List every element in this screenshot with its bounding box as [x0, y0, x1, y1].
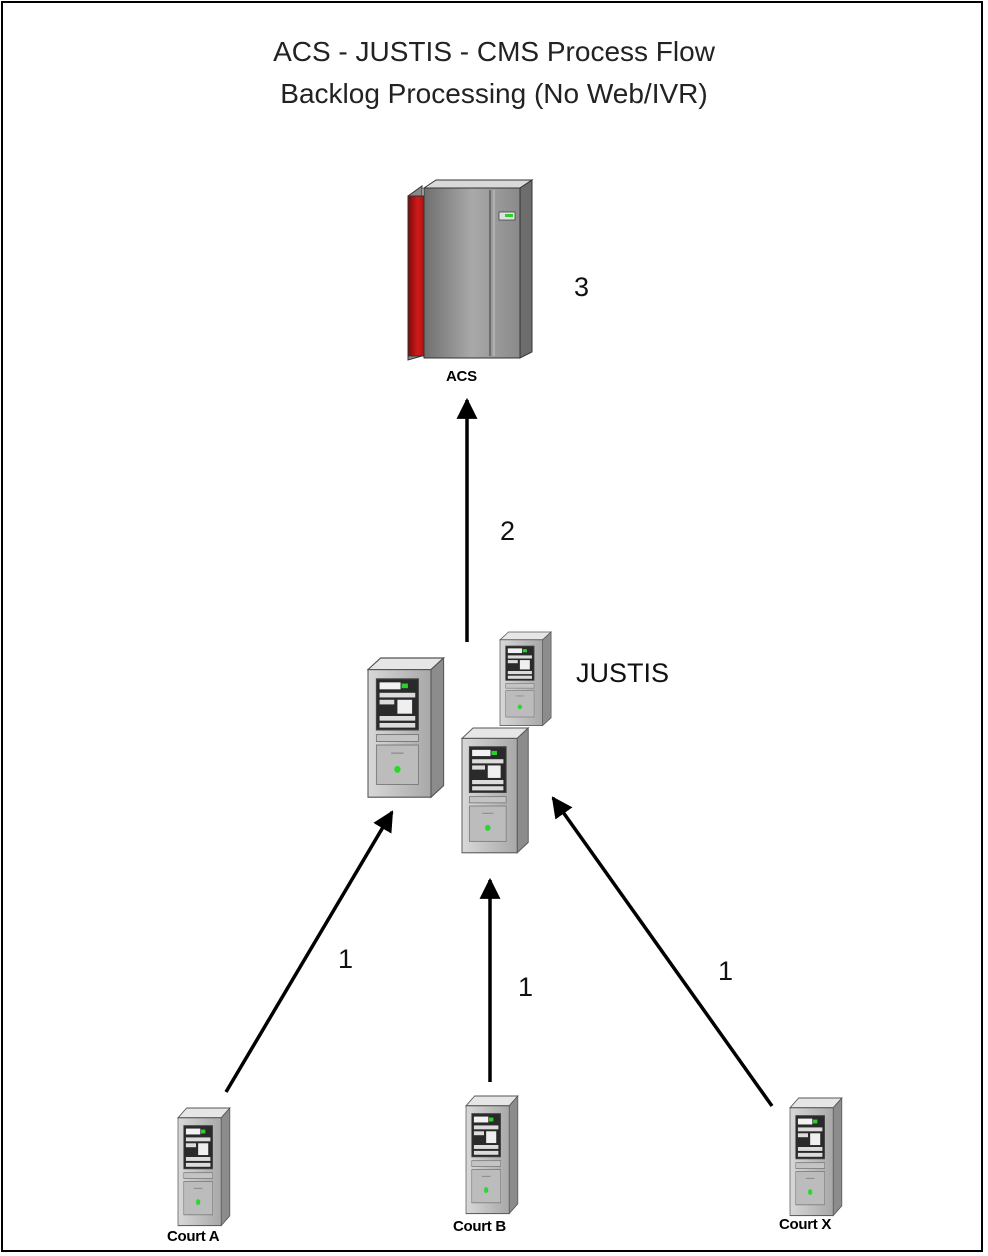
justis-label: JUSTIS [576, 658, 670, 688]
court-x-server-icon [789, 1097, 843, 1217]
court-a-label: Court A [167, 1228, 220, 1245]
court-b-label: Court B [453, 1218, 506, 1235]
step-label-court-x: 1 [718, 956, 734, 986]
step-label-acs: 3 [574, 272, 590, 302]
acs-mainframe-icon [407, 179, 534, 361]
step-label-court-a: 1 [338, 944, 354, 974]
arrow-court-a-to-justis [224, 810, 394, 1093]
diagram-title: ACS - JUSTIS - CMS Process Flow [273, 36, 715, 67]
step-label-justis-to-acs: 2 [500, 516, 516, 546]
court-a-server-icon [177, 1107, 231, 1227]
justis-server-cluster-icon [367, 631, 552, 854]
acs-label: ACS [446, 368, 477, 385]
step-label-court-b: 1 [518, 972, 534, 1002]
court-x-label: Court X [779, 1216, 832, 1233]
diagram-subtitle: Backlog Processing (No Web/IVR) [280, 78, 708, 109]
court-b-server-icon [465, 1095, 519, 1215]
arrow-court-x-to-justis [551, 796, 774, 1108]
